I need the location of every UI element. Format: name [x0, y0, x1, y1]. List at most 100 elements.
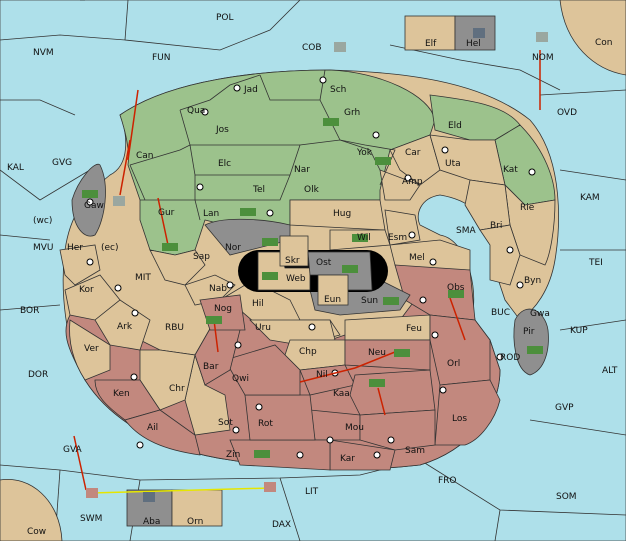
sea-label: KAL	[7, 163, 24, 173]
svg-text:Obs: Obs	[447, 283, 465, 293]
svg-text:Jad: Jad	[243, 85, 258, 95]
sea-label: DAX	[272, 520, 291, 530]
sea-label: POL	[216, 13, 234, 23]
region-her[interactable]	[59, 244, 101, 286]
svg-text:Uru: Uru	[255, 323, 271, 333]
sea-label: ROD	[500, 353, 520, 363]
svg-text:Amp: Amp	[402, 177, 423, 187]
sea-label: FRO	[438, 476, 457, 486]
green-territory	[119, 69, 436, 256]
svg-text:Web: Web	[286, 274, 306, 284]
order-arrows	[73, 50, 541, 491]
svg-text:Feu: Feu	[406, 324, 422, 334]
region-qwi[interactable]	[224, 344, 301, 396]
sea-label: BOR	[20, 306, 39, 316]
svg-text:Jos: Jos	[215, 125, 229, 135]
supply-centers	[86, 76, 536, 459]
svg-text:Kaa: Kaa	[333, 389, 350, 399]
svg-text:Los: Los	[452, 414, 467, 424]
svg-text:Car: Car	[405, 148, 421, 158]
region-ail[interactable]	[124, 409, 201, 456]
region-eun[interactable]	[317, 274, 349, 306]
sea-label: RBU	[165, 323, 184, 333]
svg-text:Tel: Tel	[252, 185, 265, 195]
svg-text:Byn: Byn	[524, 276, 541, 286]
svg-text:Orl: Orl	[447, 359, 460, 369]
region-zin[interactable]	[229, 439, 331, 471]
region-byn[interactable]	[479, 224, 521, 286]
svg-text:Sam: Sam	[405, 446, 425, 456]
svg-text:Sap: Sap	[193, 252, 210, 262]
svg-text:Zin: Zin	[226, 450, 240, 460]
sea-label: COB	[302, 43, 322, 53]
svg-text:Nor: Nor	[225, 243, 241, 253]
region-kaa[interactable]	[349, 369, 436, 416]
svg-text:Sun: Sun	[361, 296, 378, 306]
svg-text:Gur: Gur	[158, 208, 175, 218]
svg-text:Yok: Yok	[356, 148, 373, 158]
sea-label: NVM	[33, 48, 54, 58]
region-rot[interactable]	[244, 394, 316, 441]
svg-text:Wil: Wil	[357, 233, 371, 243]
sea-label: FUN	[152, 53, 171, 63]
support-line	[89, 487, 271, 494]
svg-text:Ken: Ken	[113, 389, 130, 399]
sea-label: MIT	[135, 273, 151, 283]
svg-text:Lan: Lan	[203, 209, 219, 219]
sea-label: GVP	[555, 403, 574, 413]
sea-label: KAM	[580, 193, 600, 203]
svg-text:Bar: Bar	[203, 362, 219, 372]
region-orn[interactable]	[171, 489, 223, 527]
svg-text:Her: Her	[67, 243, 83, 253]
svg-text:Hug: Hug	[333, 209, 351, 219]
sea-label: Cow	[27, 527, 46, 537]
sea-label: DOR	[28, 370, 48, 380]
region-skr[interactable]	[279, 235, 309, 267]
sea-label: ALT	[602, 366, 618, 376]
region-car[interactable]	[389, 134, 441, 186]
svg-text:Ver: Ver	[84, 344, 99, 354]
sea-label: GVA	[63, 445, 83, 455]
sea-label: KUP	[570, 326, 588, 336]
svg-text:(ec): (ec)	[101, 243, 119, 253]
svg-text:Ail: Ail	[147, 423, 158, 433]
sea-label: NOM	[532, 53, 554, 63]
tan-label-group: Elf Hel Eld Car Uta Amp Kat Hug Wil Esm …	[33, 39, 541, 527]
svg-text:Sot: Sot	[218, 418, 233, 428]
region-rie[interactable]	[504, 183, 556, 266]
green-label-group: Jad Sch Qua Jos Grh Can Elc Nar Yok Tel …	[136, 85, 373, 253]
svg-text:Olk: Olk	[304, 185, 320, 195]
svg-text:Rie: Rie	[520, 203, 535, 213]
sea-label: LIT	[305, 487, 319, 497]
sea-label: SWM	[80, 514, 102, 524]
svg-text:Hel: Hel	[466, 39, 481, 49]
region-los[interactable]	[434, 379, 501, 446]
svg-text:Eun: Eun	[324, 295, 341, 305]
sea-label: BUC	[491, 308, 510, 318]
region-sap[interactable]	[149, 249, 206, 286]
sea-label: SMA	[456, 226, 476, 236]
svg-text:Aba: Aba	[143, 517, 160, 527]
svg-text:Nab: Nab	[209, 284, 227, 294]
svg-text:Rot: Rot	[258, 419, 273, 429]
svg-text:Ost: Ost	[316, 258, 332, 268]
svg-text:(wc): (wc)	[33, 216, 52, 226]
svg-text:Uta: Uta	[445, 159, 461, 169]
region-ver[interactable]	[69, 319, 111, 381]
svg-text:Orn: Orn	[187, 517, 203, 527]
region-sam[interactable]	[359, 409, 436, 451]
svg-text:Nar: Nar	[294, 165, 310, 175]
svg-text:Nog: Nog	[214, 304, 232, 314]
svg-text:Bri: Bri	[490, 221, 502, 231]
svg-text:Elc: Elc	[218, 159, 231, 169]
units	[82, 28, 548, 502]
region-pir-coast[interactable]	[513, 308, 549, 376]
sea-label-group: POL NVM FUN COB NOM Con OVD KAL GVG KAM …	[7, 13, 618, 537]
sea-label: TEI	[588, 258, 603, 268]
svg-text:Hil: Hil	[252, 299, 264, 309]
svg-text:Chr: Chr	[169, 384, 185, 394]
svg-text:Ark: Ark	[117, 322, 133, 332]
svg-text:Can: Can	[136, 151, 154, 161]
svg-text:Nil: Nil	[316, 370, 328, 380]
